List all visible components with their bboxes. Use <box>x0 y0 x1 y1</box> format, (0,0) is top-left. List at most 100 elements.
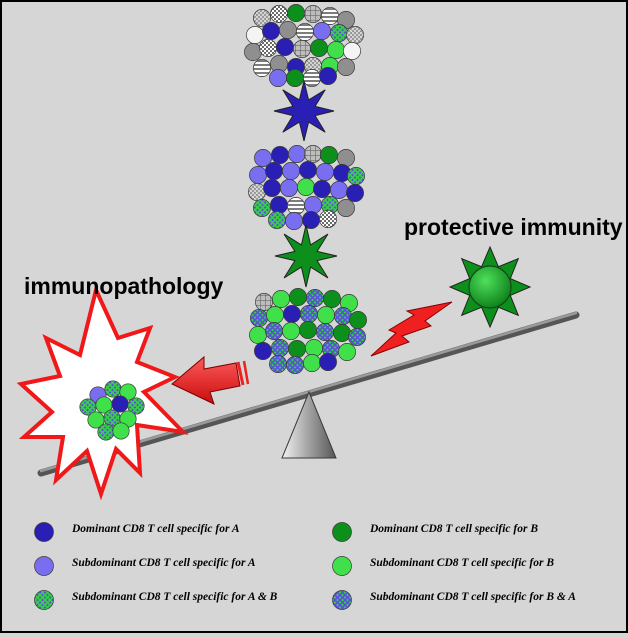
crossreactive-cell <box>253 199 271 217</box>
crossreactive-cell <box>306 289 324 307</box>
immunopathology-cell-cluster <box>79 380 145 441</box>
naive-cell <box>321 7 339 25</box>
naive-cell <box>287 197 305 215</box>
legend-dot-crossreactive-ab <box>34 590 54 610</box>
naive-cell <box>248 183 266 201</box>
naive-cell <box>303 69 321 87</box>
immunopathology-label: immunopathology <box>24 273 224 299</box>
naive-cell <box>246 26 264 44</box>
naive-cell <box>346 26 364 44</box>
subdominant-b-cell <box>266 306 284 324</box>
naive-cell <box>304 5 322 23</box>
legend-text-dominant-a: Dominant CD8 T cell specific for A <box>72 523 240 535</box>
fulcrum-triangle <box>281 390 337 459</box>
subdominant-a-cell <box>288 145 306 163</box>
dominant-a-cell <box>319 67 337 85</box>
subdominant-b-cell <box>249 326 267 344</box>
dominant-a-cell <box>263 179 281 197</box>
legend-item: Subdominant CD8 T cell specific for B <box>358 557 554 569</box>
dominant-a-cell <box>283 305 301 323</box>
legend-text-crossreactive-ab: Subdominant CD8 T cell specific for A & … <box>72 591 278 603</box>
subdominant-b-cell <box>317 306 335 324</box>
dominant-a-cell <box>299 161 317 179</box>
crossreactive-cell <box>265 322 283 340</box>
subdominant-b-cell <box>338 343 356 361</box>
naive-cell <box>244 43 262 61</box>
naive-cell <box>337 199 355 217</box>
legend-dot-crossreactive-ba <box>332 590 352 610</box>
legend-text-subdominant-a: Subdominant CD8 T cell specific for A <box>72 557 256 569</box>
naive-cell <box>337 58 355 76</box>
subdominant-a-cell <box>316 163 334 181</box>
naive-cell <box>343 42 361 60</box>
crossreactive-cell <box>104 380 122 398</box>
crossreactive-cell <box>316 323 334 341</box>
lightning-bolt-icon <box>370 301 453 357</box>
crossreactive-cell <box>268 211 286 229</box>
legend-text-subdominant-b: Subdominant CD8 T cell specific for B <box>370 557 554 569</box>
dominant-a-cell <box>265 162 283 180</box>
naive-cell <box>253 9 271 27</box>
dominant-b-cell <box>310 39 328 57</box>
red-arrow-tail-stripe <box>242 360 250 385</box>
crossreactive-cell <box>271 339 289 357</box>
subdominant-b-cell <box>297 178 315 196</box>
dominant-b-cell <box>289 288 307 306</box>
legend-item: Subdominant CD8 T cell specific for B & … <box>358 591 576 603</box>
legend-item: Dominant CD8 T cell specific for A <box>60 523 240 535</box>
dominant-b-cell <box>320 146 338 164</box>
dominant-b-cell <box>286 69 304 87</box>
subdominant-a-cell <box>282 162 300 180</box>
subdominant-b-cell <box>112 422 130 440</box>
dominant-a-cell <box>271 146 289 164</box>
subdominant-a-cell <box>269 69 287 87</box>
naive-cell <box>296 23 314 41</box>
secondary-response-cluster <box>249 288 367 374</box>
crossreactive-cell <box>269 355 287 373</box>
legend-text-crossreactive-ba: Subdominant CD8 T cell specific for B & … <box>370 591 576 603</box>
dominant-a-cell <box>276 38 294 56</box>
legend-dot-dominant-a <box>34 522 54 542</box>
subdominant-b-cell <box>305 339 323 357</box>
dominant-b-cell <box>333 324 351 342</box>
subdominant-b-cell <box>119 383 137 401</box>
subdominant-b-cell <box>282 322 300 340</box>
crossreactive-cell <box>330 24 348 42</box>
naive-cell <box>293 40 311 58</box>
antigen-b-star-icon <box>274 224 338 288</box>
dominant-b-cell <box>349 311 367 329</box>
legend-dot-subdominant-b <box>332 556 352 576</box>
dominant-a-cell <box>319 353 337 371</box>
legend-item: Subdominant CD8 T cell specific for A <box>60 557 256 569</box>
crossreactive-cell <box>250 309 268 327</box>
naive-repertoire-cluster <box>244 4 364 87</box>
subdominant-a-cell <box>285 212 303 230</box>
legend-text-dominant-b: Dominant CD8 T cell specific for B <box>370 523 539 535</box>
naive-cell <box>337 149 355 167</box>
pathogen-b-core <box>468 265 512 309</box>
red-arrow-tail-stripe <box>236 361 245 386</box>
dominant-b-cell <box>288 340 306 358</box>
dominant-a-cell <box>313 180 331 198</box>
dominant-b-cell <box>299 321 317 339</box>
legend-dot-dominant-b <box>332 522 352 542</box>
subdominant-b-cell <box>272 290 290 308</box>
legend-item: Dominant CD8 T cell specific for B <box>358 523 538 535</box>
naive-cell <box>319 210 337 228</box>
dominant-a-cell <box>346 184 364 202</box>
dominant-a-cell <box>270 196 288 214</box>
naive-cell <box>304 145 322 163</box>
protective-immunity-label: protective immunity <box>404 214 623 240</box>
subdominant-a-cell <box>304 196 322 214</box>
red-arrow-icon <box>171 355 241 405</box>
dominant-a-cell <box>111 395 129 413</box>
subdominant-b-cell <box>303 354 321 372</box>
subdominant-a-cell <box>330 181 348 199</box>
naive-cell <box>279 21 297 39</box>
primary-response-cluster <box>248 145 365 230</box>
crossreactive-cell <box>334 307 352 325</box>
subdominant-a-cell <box>249 166 267 184</box>
